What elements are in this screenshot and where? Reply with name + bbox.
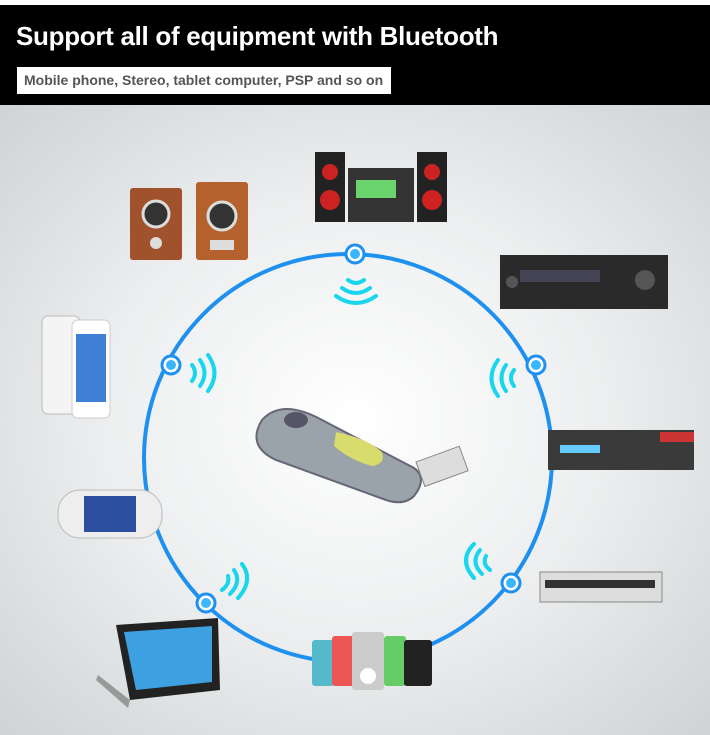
stereo-system-image [315,152,447,222]
bluetooth-usb-dongle-image [255,408,469,504]
subtitle-label: Mobile phone, Stereo, tablet computer, P… [17,67,392,94]
av-receiver-image [500,255,668,309]
tablet-image [96,618,220,708]
speakers-image [130,182,248,260]
psp-image [57,489,163,539]
header-banner: Support all of equipment with Bluetooth … [0,5,710,105]
page-title: Support all of equipment with Bluetooth [16,21,499,51]
signal-wave-icon-lower-right [464,542,492,580]
signal-wave-icon-lower-left [220,562,250,600]
signal-wave-icon-left [190,353,217,393]
signal-wave-icon-right [489,358,516,398]
set-top-box-image [548,430,694,470]
mp3-players-image [312,632,432,690]
dvd-player-image [539,571,663,603]
mobile-phone-image [41,315,111,419]
signal-wave-icon-top [334,278,378,305]
